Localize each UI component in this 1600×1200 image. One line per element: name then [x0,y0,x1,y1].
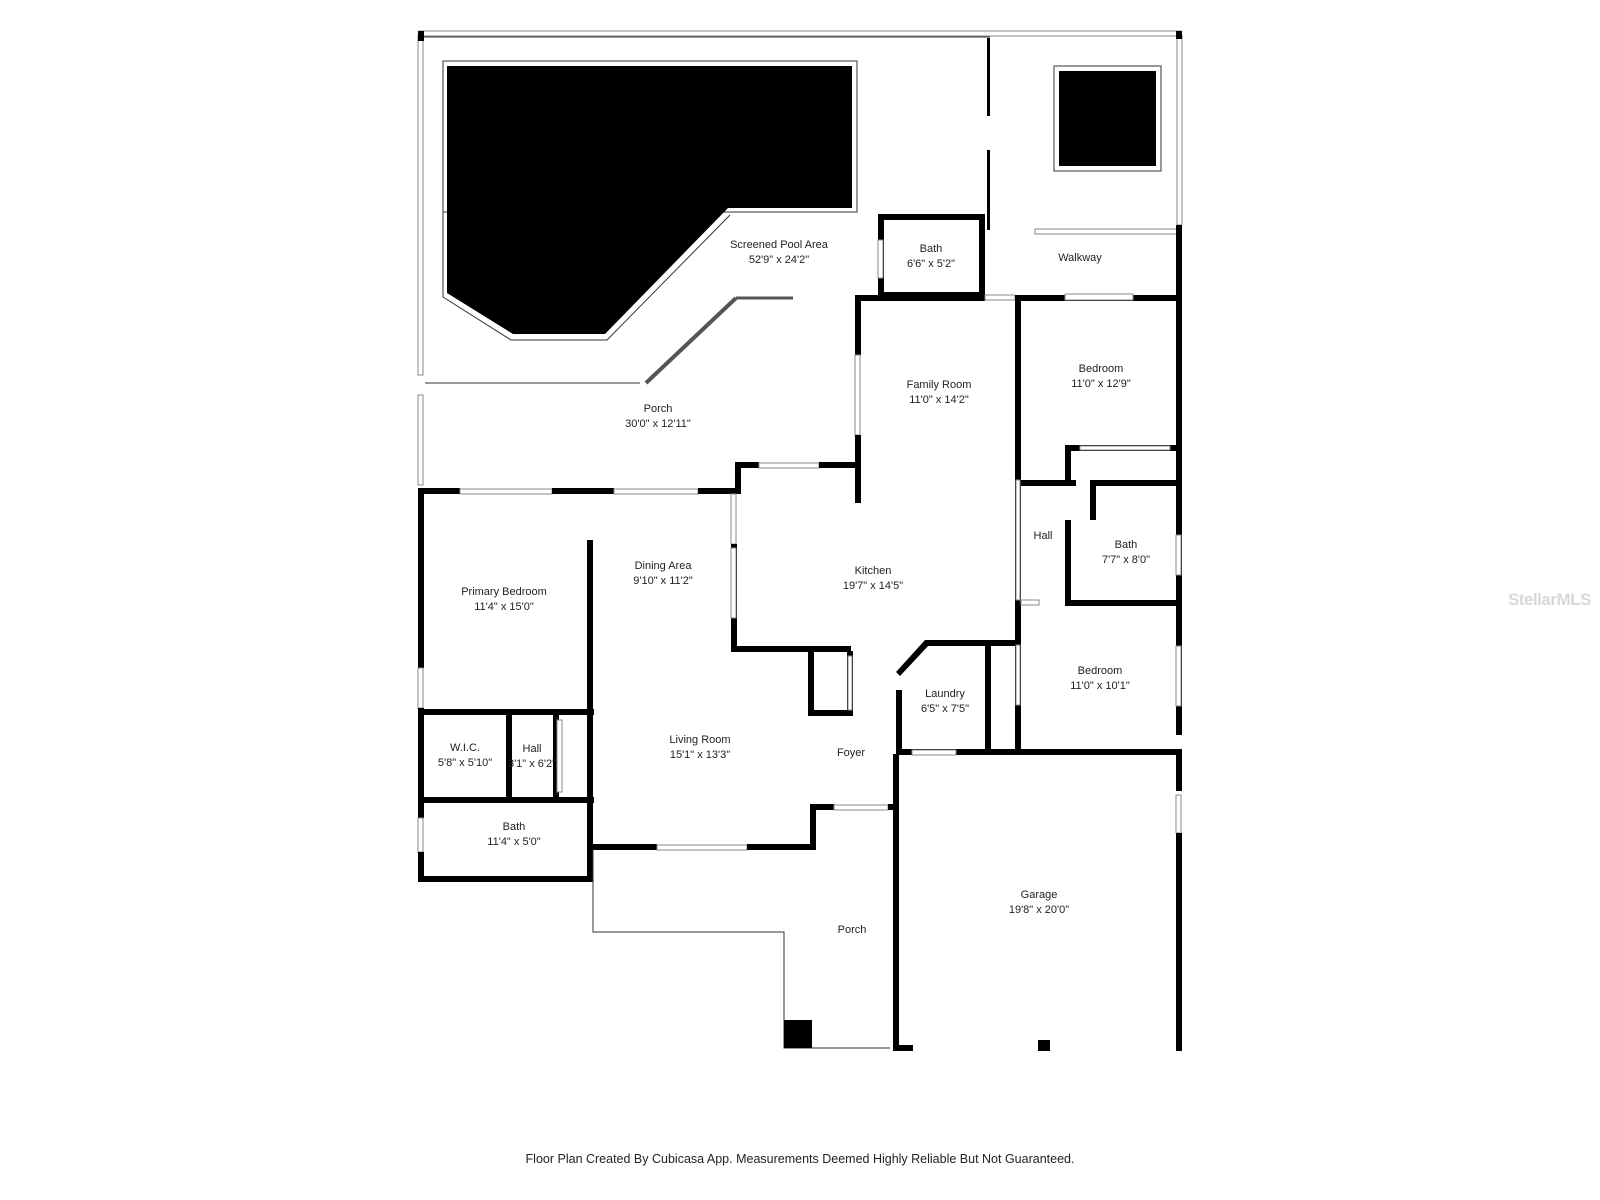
room-dimensions: 6'6" x 5'2" [907,258,955,270]
room-name: Bath [503,821,526,833]
room-name: Living Room [669,734,730,746]
room-name: Bath [1115,539,1138,551]
room-dimensions: 7'7" x 8'0" [1102,554,1150,566]
room-name: Bath [920,243,943,255]
room-garage: Garage 19'8" x 20'0" [1009,889,1069,916]
pool-enclosure-screen [417,30,1183,486]
front-porch-outline [592,850,890,1049]
exterior-walls [417,293,1182,1051]
room-laundry: Laundry 6'5" x 7'5" [921,688,969,715]
room-porch-rear: Porch 30'0" x 12'11" [625,403,691,430]
walkway-right-wall [1176,225,1182,300]
room-bath-right: Bath 7'7" x 8'0" [1102,539,1150,566]
room-name: Primary Bedroom [461,586,547,598]
room-porch-front: Porch [838,924,867,936]
room-name: Bedroom [1078,665,1123,677]
patio-step [644,296,793,385]
room-hall-left: Hall 3'1" x 6'2" [508,743,556,770]
room-screened-pool-area: Screened Pool Area 52'9" x 24'2" [730,239,829,266]
room-dimensions: 11'0" x 14'2" [909,394,969,406]
room-name: Screened Pool Area [730,239,829,251]
room-name: Dining Area [635,560,693,572]
room-dimensions: 9'10" x 11'2" [633,575,693,587]
room-dimensions: 11'4" x 5'0" [487,836,540,848]
footer-disclaimer: Floor Plan Created By Cubicasa App. Meas… [525,1152,1075,1166]
room-bedroom-upper: Bedroom 11'0" x 12'9" [1071,363,1131,390]
room-bedroom-lower: Bedroom 11'0" x 10'1" [1070,665,1130,692]
room-dimensions: 11'0" x 12'9" [1071,378,1131,390]
watermark: StellarMLS [1508,590,1591,609]
room-dimensions: 15'1" x 13'3" [670,749,730,761]
room-dimensions: 5'8" x 5'10" [438,757,492,769]
room-name: Walkway [1058,252,1102,264]
room-name: W.I.C. [450,742,480,754]
room-name: Hall [523,743,542,755]
room-name: Hall [1034,530,1053,542]
room-foyer: Foyer [837,747,865,759]
pool-bath-walls [877,214,985,298]
room-dimensions: 11'0" x 10'1" [1070,680,1130,692]
room-primary-bedroom: Primary Bedroom 11'4" x 15'0" [461,586,547,613]
room-name: Porch [838,924,867,936]
room-walkway: Walkway [1058,252,1102,264]
room-dimensions: 52'9" x 24'2" [749,254,809,266]
room-wic: W.I.C. 5'8" x 5'10" [438,742,492,769]
room-dining-area: Dining Area 9'10" x 11'2" [633,560,693,587]
room-name: Kitchen [855,565,892,577]
swimming-pool [447,66,852,334]
pool-step-edge [442,212,731,341]
room-bath-primary: Bath 11'4" x 5'0" [487,821,540,848]
room-family-room: Family Room 11'0" x 14'2" [907,379,972,406]
interior-walls [424,295,1182,1051]
room-hall-right: Hall [1034,530,1053,542]
room-name: Bedroom [1079,363,1124,375]
room-dimensions: 19'7" x 14'5" [843,580,903,592]
room-name: Family Room [907,379,972,391]
spa [1059,71,1156,166]
room-dimensions: 30'0" x 12'11" [625,418,691,430]
room-kitchen: Kitchen 19'7" x 14'5" [843,565,903,592]
room-dimensions: 3'1" x 6'2" [508,758,556,770]
room-bath-pool: Bath 6'6" x 5'2" [907,243,955,270]
room-dimensions: 11'4" x 15'0" [474,601,534,613]
room-name: Garage [1021,889,1058,901]
room-living-room: Living Room 15'1" x 13'3" [669,734,730,761]
room-name: Foyer [837,747,865,759]
spa-edge [1053,65,1162,172]
room-dimensions: 6'5" x 7'5" [921,703,969,715]
room-name: Laundry [925,688,965,700]
room-name: Porch [644,403,673,415]
room-dimensions: 19'8" x 20'0" [1009,904,1069,916]
